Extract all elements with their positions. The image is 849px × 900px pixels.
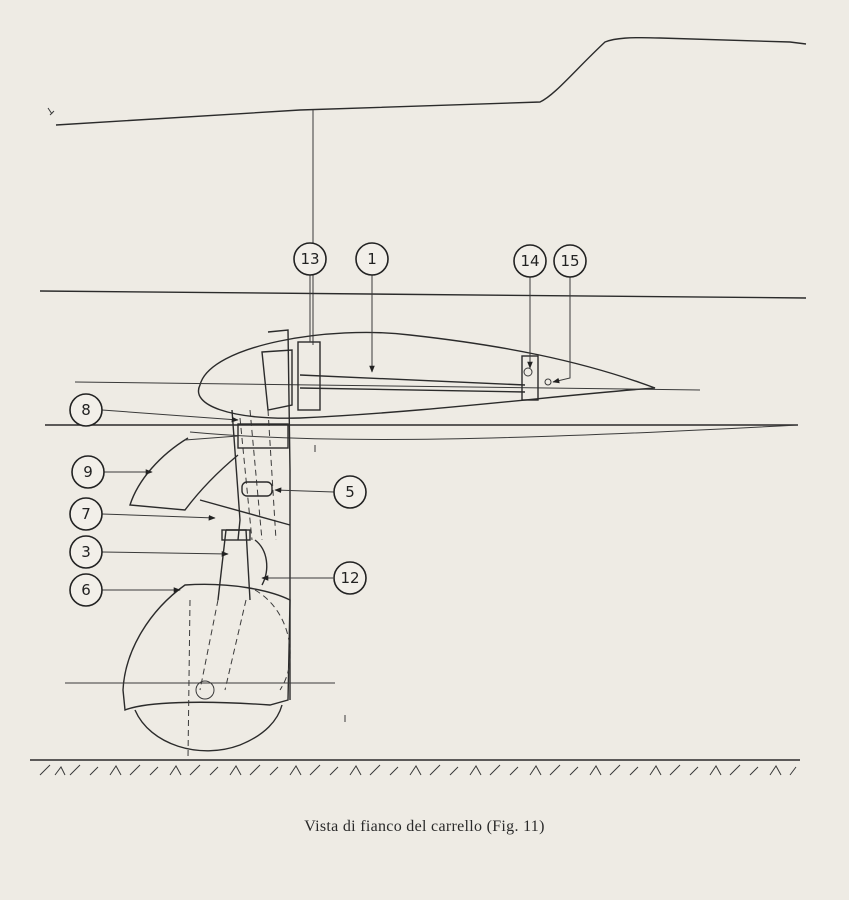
- strut-brace-7: [199, 499, 291, 526]
- wheel-centerline: [187, 599, 191, 759]
- callout-14: 14: [513, 244, 547, 278]
- callout-15-label: 15: [560, 252, 579, 270]
- wing-profile: [197, 331, 656, 419]
- callout-3-label: 3: [81, 543, 91, 561]
- fairing-bracket: [184, 435, 239, 441]
- callout-1: 1: [355, 242, 389, 276]
- fuselage-tip-mark: [47, 107, 55, 116]
- callout-5: 5: [333, 475, 367, 509]
- callout-6-label: 6: [81, 581, 91, 599]
- strut-inner-dashed: [239, 409, 277, 541]
- callout-7: 7: [69, 497, 103, 531]
- callout-15: 15: [553, 244, 587, 278]
- leader-8: [101, 409, 239, 423]
- wheel-spat: [122, 583, 291, 711]
- main-strut-outer: [231, 329, 291, 700]
- clamp-12: [254, 539, 268, 586]
- leader-7: [101, 513, 216, 521]
- fuselage-outline: [55, 36, 807, 126]
- fairing-9: [129, 437, 239, 511]
- callout-9-label: 9: [83, 463, 93, 481]
- callout-13-label: 13: [300, 250, 319, 268]
- callout-14-label: 14: [520, 252, 539, 270]
- main-strut-upper-box: [261, 349, 293, 411]
- callout-1-label: 1: [367, 250, 377, 268]
- callout-12: 12: [333, 561, 367, 595]
- spar-pin-15: [544, 378, 552, 386]
- ground-hatching: [39, 764, 797, 776]
- spar-fitting-13: [297, 341, 321, 411]
- callout-8: 8: [69, 393, 103, 427]
- callout-13: 13: [293, 242, 327, 276]
- callout-6: 6: [69, 573, 103, 607]
- wing-chord-line: [74, 381, 701, 391]
- wing-spar-tube: [299, 374, 526, 393]
- wing-root-line: [39, 290, 807, 299]
- collar-3: [221, 529, 251, 541]
- figure-caption: Vista di fianco del carrello (Fig. 11): [304, 818, 545, 835]
- wing-lower-curve: [189, 424, 799, 440]
- leader-5: [274, 487, 335, 494]
- leader-15: [552, 276, 571, 384]
- fork-dashed: [199, 599, 247, 691]
- callout-12-label: 12: [340, 569, 359, 587]
- callout-9: 9: [71, 455, 105, 489]
- callout-8-label: 8: [81, 401, 91, 419]
- wheel-hidden-arc: [254, 589, 291, 691]
- wheel-axle: [195, 680, 215, 700]
- callout-7-label: 7: [81, 505, 91, 523]
- attachment-lug-5: [241, 481, 273, 497]
- spar-pin: [523, 367, 533, 377]
- callout-3: 3: [69, 535, 103, 569]
- callout-5-label: 5: [345, 483, 355, 501]
- leader-3: [101, 551, 229, 557]
- wheel-visible-arc: [134, 704, 283, 752]
